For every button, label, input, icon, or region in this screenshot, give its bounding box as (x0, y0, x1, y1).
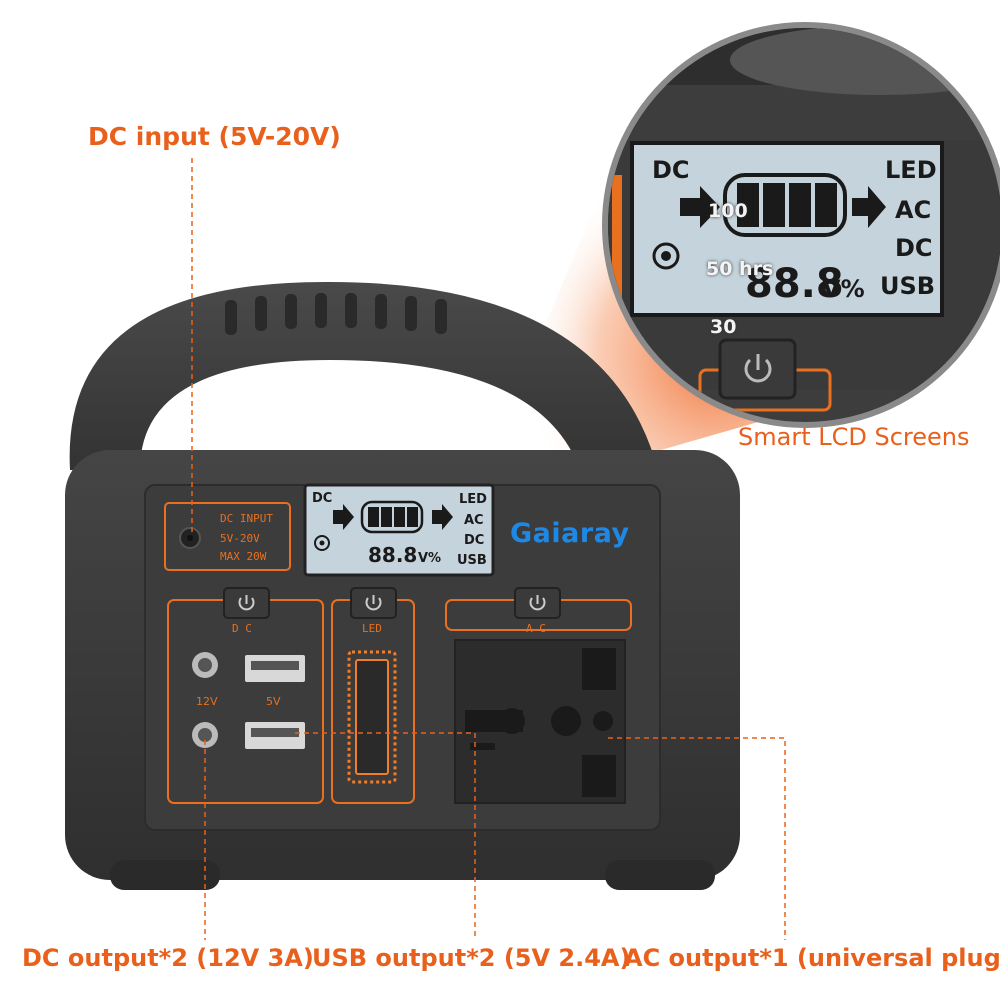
callout-dc-output: DC output*2 (12V 3A) (22, 944, 314, 972)
lcd-arrow-in (333, 504, 354, 530)
lcd-output-dc: DC (464, 533, 484, 548)
input-panel-line3: MAX 20W (220, 550, 267, 563)
leader-ac-output (608, 737, 786, 940)
lcd-screen (303, 483, 495, 577)
zoom-overlay-number-3: 30 (710, 316, 737, 338)
callout-smart-lcd: Smart LCD Screens (738, 423, 970, 451)
lcd-output-usb: USB (457, 553, 487, 568)
ac-power-button (514, 587, 561, 619)
zoom-lcd-usb: USB (880, 272, 935, 300)
callout-dc-input: DC input (5V-20V) (88, 122, 341, 151)
dc-input-panel (164, 502, 291, 571)
zoom-lcd-digits: 88.8 (745, 261, 844, 307)
lcd-output-led: LED (459, 492, 487, 507)
dc-output-port-2 (192, 722, 218, 748)
usb-port-1 (245, 655, 305, 682)
brand-logo: Gaiaray (510, 518, 630, 549)
input-panel-line1: DC INPUT (220, 512, 273, 525)
leader-usb-output (295, 732, 476, 940)
lcd-source-label: DC (312, 491, 332, 506)
zoom-power-button (718, 338, 797, 400)
led-light-strip (347, 650, 397, 784)
dc-power-button (223, 587, 270, 619)
callout-ac-output: AC output*1 (universal plug) (624, 944, 1000, 972)
lcd-battery-icon (360, 500, 424, 534)
led-button-label: LED (362, 622, 382, 635)
lcd-arrow-out (432, 504, 453, 530)
carry-handle (69, 281, 655, 470)
zoom-battery-icon (723, 173, 847, 237)
port-label-5v: 5V (266, 695, 281, 708)
lcd-unit: V% (418, 551, 441, 566)
callout-usb-output: USB output*2 (5V 2.4A) (312, 944, 631, 972)
zoom-lcd-screen (630, 141, 944, 317)
lcd-output-ac: AC (464, 513, 484, 528)
ac-button-label: A C (526, 622, 546, 635)
led-power-button (350, 587, 397, 619)
zoom-lcd-source: DC (652, 156, 690, 184)
zoom-lcd-unit: V% (822, 275, 865, 303)
zoom-lcd-led: LED (885, 156, 937, 184)
ac-socket (454, 639, 626, 804)
usb-port-2 (245, 722, 305, 749)
zoom-magnifier (602, 22, 1000, 428)
port-label-12v: 12V (196, 695, 218, 708)
dc-button-label: D C (232, 622, 252, 635)
zoom-lcd-dc: DC (895, 234, 933, 262)
zoom-overlay-number-2: 50 hrs (706, 258, 774, 280)
zoom-overlay-number-1: 100 (708, 200, 748, 222)
dc-output-port-1 (192, 652, 218, 678)
zoom-lcd-ac: AC (895, 196, 931, 224)
input-panel-line2: 5V-20V (220, 532, 260, 545)
lcd-digits: 88.8 (368, 543, 417, 567)
